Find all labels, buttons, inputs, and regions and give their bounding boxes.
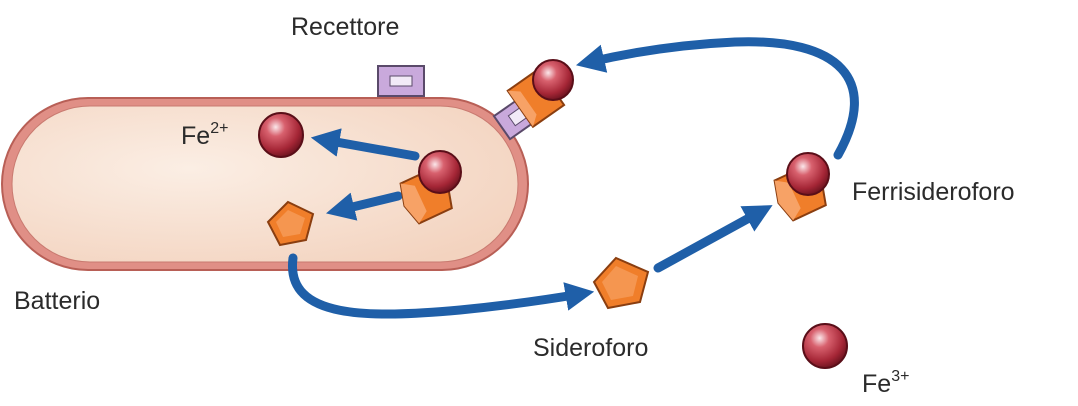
fe3-label-charge: 3+ bbox=[891, 368, 909, 385]
receptor-label: Recettore bbox=[291, 15, 399, 40]
iron-ion-inside bbox=[419, 151, 461, 193]
ferrisiderophore-label-text: Ferrisideroforo bbox=[852, 178, 1015, 206]
bacterium-label: Batterio bbox=[14, 289, 100, 314]
iron-ion-ferrisiderophore bbox=[787, 153, 829, 195]
fe3-ion bbox=[803, 324, 847, 368]
receptor-top bbox=[378, 66, 424, 96]
fe3-label-base: Fe bbox=[862, 370, 891, 398]
iron-ion-at-receptor bbox=[533, 60, 573, 100]
fe2-label: Fe2+ bbox=[181, 124, 228, 149]
siderophore-label-text: Sideroforo bbox=[533, 334, 648, 362]
binding-arrow bbox=[658, 212, 760, 268]
fe3-label: Fe3+ bbox=[862, 372, 909, 397]
ferrisiderophore-label: Ferrisideroforo bbox=[852, 180, 1015, 205]
uptake-arrow bbox=[590, 42, 854, 155]
fe2-label-charge: 2+ bbox=[210, 120, 228, 137]
fe2-ion bbox=[259, 113, 303, 157]
siderophore-label: Sideroforo bbox=[533, 336, 648, 361]
bacterium-label-text: Batterio bbox=[14, 287, 100, 315]
fe2-label-base: Fe bbox=[181, 122, 210, 150]
receptor-label-text: Recettore bbox=[291, 13, 399, 41]
